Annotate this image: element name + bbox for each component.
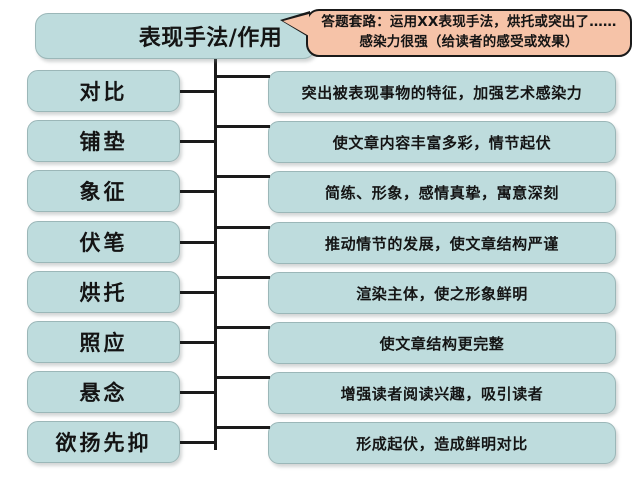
technique-label: 照应 xyxy=(79,331,128,355)
technique-label: 悬念 xyxy=(79,381,128,405)
technique-box[interactable]: 照应 xyxy=(27,321,180,363)
connector-right xyxy=(214,175,270,178)
connector-right xyxy=(214,125,270,128)
connector-left xyxy=(180,441,217,444)
technique-box[interactable]: 伏笔 xyxy=(27,221,180,263)
connector-left xyxy=(180,391,217,394)
connector-left xyxy=(180,341,217,344)
page-title: 表现手法/作用 xyxy=(138,26,283,51)
effect-box[interactable]: 渲染主体，使之形象鲜明 xyxy=(268,272,616,314)
technique-label: 对比 xyxy=(79,80,128,104)
effect-label: 形成起伏，造成鲜明对比 xyxy=(356,434,528,453)
connector-right xyxy=(214,426,270,429)
technique-box[interactable]: 欲扬先抑 xyxy=(27,421,180,463)
effect-box[interactable]: 使文章内容丰富多彩，情节起伏 xyxy=(268,121,616,163)
connector-left xyxy=(180,90,217,93)
effect-box[interactable]: 推动情节的发展，使文章结构严谨 xyxy=(268,222,616,264)
effect-label: 推动情节的发展，使文章结构严谨 xyxy=(324,234,559,253)
effect-label: 渲染主体，使之形象鲜明 xyxy=(356,284,528,303)
title-box: 表现手法/作用 xyxy=(35,13,316,59)
technique-box[interactable]: 铺垫 xyxy=(27,120,180,162)
technique-label: 欲扬先抑 xyxy=(55,431,152,455)
connector-left xyxy=(180,190,217,193)
connector-right xyxy=(214,326,270,329)
callout-tail-icon xyxy=(283,14,309,36)
technique-box[interactable]: 对比 xyxy=(27,70,180,112)
effect-label: 使文章内容丰富多彩，情节起伏 xyxy=(332,133,552,152)
connector-left xyxy=(180,140,217,143)
effect-box[interactable]: 增强读者阅读兴趣，吸引读者 xyxy=(268,372,616,414)
technique-label: 铺垫 xyxy=(79,130,128,154)
effect-box[interactable]: 突出被表现事物的特征，加强艺术感染力 xyxy=(268,71,616,113)
effect-label: 突出被表现事物的特征，加强艺术感染力 xyxy=(301,83,583,102)
callout-text: 答题套路：运用XX表现手法，烘托或突出了……感染力很强（给读者的感受或效果） xyxy=(321,14,617,50)
technique-box[interactable]: 悬念 xyxy=(27,371,180,413)
main-trunk xyxy=(214,58,217,450)
connector-right xyxy=(214,75,270,78)
technique-label: 伏笔 xyxy=(79,231,128,255)
effect-label: 使文章结构更完整 xyxy=(379,334,505,353)
callout-bubble: 答题套路：运用XX表现手法，烘托或突出了……感染力很强（给读者的感受或效果） xyxy=(306,9,632,57)
effect-box[interactable]: 形成起伏，造成鲜明对比 xyxy=(268,422,616,464)
technique-box[interactable]: 烘托 xyxy=(27,271,180,313)
connector-left xyxy=(180,291,217,294)
connector-left xyxy=(180,241,217,244)
effect-label: 增强读者阅读兴趣，吸引读者 xyxy=(340,384,544,403)
technique-label: 烘托 xyxy=(79,281,128,305)
effect-label: 简练、形象，感情真挚，寓意深刻 xyxy=(324,183,559,202)
technique-label: 象征 xyxy=(79,180,128,204)
connector-right xyxy=(214,276,270,279)
connector-right xyxy=(214,226,270,229)
effect-box[interactable]: 使文章结构更完整 xyxy=(268,322,616,364)
connector-right xyxy=(214,376,270,379)
technique-box[interactable]: 象征 xyxy=(27,170,180,212)
effect-box[interactable]: 简练、形象，感情真挚，寓意深刻 xyxy=(268,171,616,213)
